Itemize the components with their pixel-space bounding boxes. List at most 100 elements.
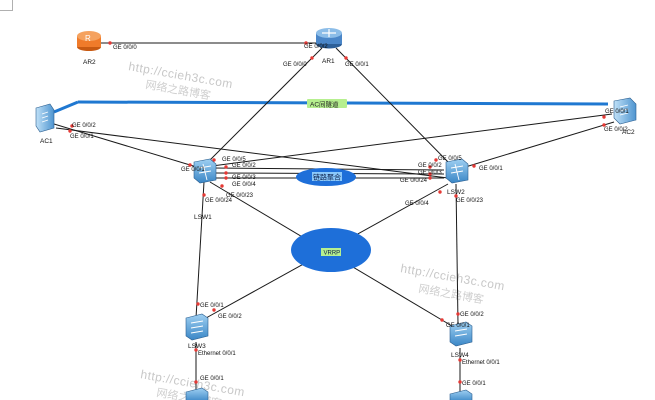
switch-bottom-left-partial[interactable] (185, 387, 209, 400)
port-label: GE 0/0/1 (446, 323, 470, 329)
ac-icon-lines (619, 104, 629, 116)
access-controller-ac2[interactable] (613, 97, 637, 125)
port-label: GE 0/0/2 (304, 44, 328, 50)
port-label: GE 0/0/2 (460, 312, 484, 318)
port-label: GE 0/0/24 (205, 198, 233, 204)
port-label: Ethernet 0/0/1 (462, 360, 500, 366)
port-label: GE 0/0/2 (418, 163, 442, 169)
switch-lsw3[interactable] (185, 313, 209, 341)
port-label: GE 0/0/4 (405, 201, 429, 207)
router-icon-top (77, 31, 101, 41)
ac-icon-body (613, 97, 637, 125)
port-label: GE 0/0/23 (226, 193, 254, 199)
port-dot (224, 176, 228, 180)
device-label-ar1: AR1 (322, 58, 335, 65)
link-ac1-lsw2 (55, 127, 449, 179)
port-dot (428, 176, 432, 180)
port-label: GE 0/0/0 (283, 62, 307, 68)
port-dot (438, 190, 442, 194)
port-dot (224, 171, 228, 175)
port-dot (428, 165, 432, 169)
port-dot (456, 312, 460, 316)
port-label: GE 0/0/1 (200, 303, 224, 309)
switch-lsw4[interactable] (449, 321, 473, 347)
port-dot (304, 41, 308, 45)
ac-tunnel-tag (307, 99, 347, 108)
router-ar1[interactable] (316, 28, 342, 49)
port-dot (458, 358, 462, 362)
link-ar1-lsw1 (203, 47, 323, 167)
port-label: GE 0/0/2 (232, 163, 256, 169)
port-label: GE 0/0/4 (232, 182, 256, 188)
router-icon-body (77, 36, 101, 47)
port-dot (108, 41, 112, 45)
port-label: GE 0/0/1 (200, 376, 224, 382)
device-label-ac1: AC1 (40, 138, 53, 145)
switch-arrows-icon (198, 163, 212, 181)
link-ac2-lsw1 (211, 113, 613, 167)
port-dot (188, 163, 192, 167)
device-label-lsw4: LSW4 (451, 352, 469, 359)
port-dot (68, 129, 72, 133)
links (53, 42, 615, 395)
port-dot (212, 308, 216, 312)
vrrp-label: VRRP (324, 251, 341, 257)
port-label: GE 0/0/2 (218, 314, 242, 320)
router-arrows-icon (322, 29, 336, 37)
port-dot (202, 193, 206, 197)
ac-icon-lines (41, 111, 49, 123)
port-label: GE 0/0/1 (70, 134, 94, 140)
port-dot (602, 123, 606, 127)
link-lsw2-lsw4 (455, 183, 459, 325)
link-lsw1-lsw3 (195, 181, 205, 319)
port-dot (458, 380, 462, 384)
port-label: GE 0/0/1 (462, 381, 486, 387)
port-label: Ethernet 0/0/1 (198, 351, 236, 357)
port-label: GE 0/0/2 (604, 127, 628, 133)
port-dot (434, 158, 438, 162)
port-dot (454, 194, 458, 198)
port-dot (310, 56, 314, 60)
vrrp-tag (321, 248, 341, 256)
port-label: GE 0/0/24 (400, 178, 428, 184)
switch-arrows-icon (190, 320, 204, 334)
port-label: GE 0/0/1 (479, 166, 503, 172)
device-label-ar2: AR2 (83, 59, 96, 66)
window-corner (0, 0, 13, 11)
access-controller-ac1[interactable] (35, 103, 55, 133)
link-ac2-lsw2 (461, 121, 615, 169)
port-label: GE 0/0/5 (222, 157, 246, 163)
device-label-lsw2: LSW2 (447, 189, 465, 196)
port-dot (344, 56, 348, 60)
switch-arrows-icon (454, 328, 468, 337)
link-aggregation-label: 链路聚合 (313, 173, 341, 182)
port-dot (212, 158, 216, 162)
link-ar1-lsw2 (335, 47, 453, 167)
port-dots (68, 41, 606, 384)
port-dot (194, 380, 198, 384)
device-label-ac2: AC2 (622, 129, 635, 136)
port-dot (220, 184, 224, 188)
ac-tunnel-line (53, 100, 79, 114)
switch-bottom-right-partial[interactable] (449, 389, 473, 400)
port-dot (602, 115, 606, 119)
port-label: GE 0/0/1 (345, 62, 369, 68)
ac-icon-body (35, 103, 55, 133)
port-dot (196, 302, 200, 306)
device-label-lsw1: LSW1 (194, 214, 212, 221)
router-ar2[interactable]: R (77, 31, 101, 51)
port-label: GE 0/0/5 (438, 156, 462, 162)
device-label-lsw3: LSW3 (188, 343, 206, 350)
port-dot (472, 164, 476, 168)
port-label: GE 0/0/1 (605, 109, 629, 115)
switch-lsw2[interactable] (445, 158, 469, 184)
port-label: GE 0/0/3 (232, 175, 256, 181)
ac-tunnel-label: AC间隧道 (310, 100, 339, 109)
port-dot (440, 318, 444, 322)
port-dot (70, 124, 74, 128)
switch-lsw1[interactable] (193, 158, 217, 184)
switch-icon-body (449, 321, 473, 347)
port-label: GE 0/0/2 (72, 123, 96, 129)
